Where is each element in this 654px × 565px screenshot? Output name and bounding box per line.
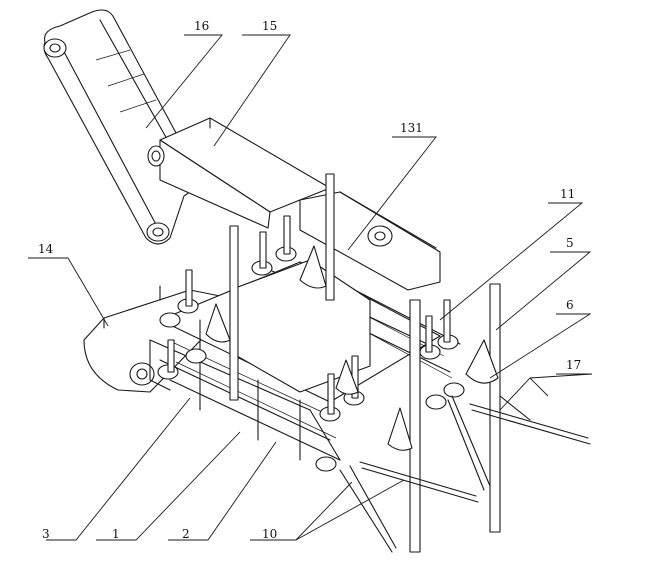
label-10: 10 [262, 527, 277, 541]
reference-labels: 16 15 131 11 5 6 17 14 3 1 2 10 [38, 19, 581, 541]
label-15: 15 [262, 19, 277, 33]
label-6: 6 [566, 298, 574, 312]
inclined-conveyor [43, 9, 198, 245]
label-2: 2 [182, 527, 190, 541]
label-3: 3 [42, 527, 50, 541]
leader-lines [28, 34, 593, 541]
hopper-cover [147, 117, 331, 229]
inclined-rods [339, 395, 591, 553]
label-17: 17 [566, 358, 581, 372]
label-11: 11 [560, 187, 575, 201]
label-16: 16 [194, 19, 209, 33]
cones [205, 245, 499, 451]
label-5: 5 [566, 236, 574, 250]
rear-conveyor [299, 191, 441, 291]
label-14: 14 [38, 242, 54, 256]
vertical-shafts [167, 173, 501, 553]
label-1: 1 [112, 527, 120, 541]
label-131: 131 [400, 121, 423, 135]
